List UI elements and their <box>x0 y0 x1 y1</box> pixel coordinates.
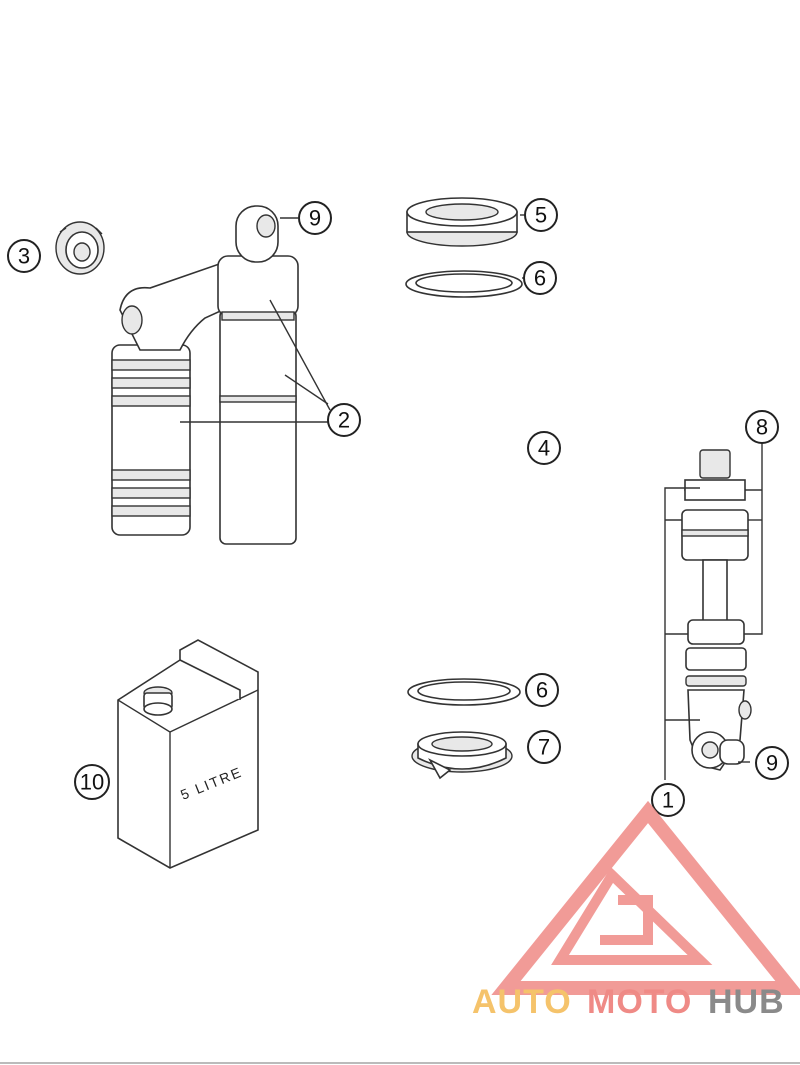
callout-9-right: 9 <box>755 746 789 780</box>
watermark-text: AUTO MOTO HUB <box>472 983 785 1021</box>
callout-1: 1 <box>651 783 685 817</box>
part-5-adjusting-nut <box>406 197 518 247</box>
leader-lines <box>180 214 750 763</box>
part-6-washer-top <box>405 270 523 298</box>
callout-3: 3 <box>7 239 41 273</box>
part-2-shock-body <box>111 205 299 545</box>
callout-4-label: 4 <box>538 436 550 461</box>
callout-6-top: 6 <box>523 261 557 295</box>
callout-9-top-label: 9 <box>309 206 321 231</box>
callout-7: 7 <box>527 730 561 764</box>
callout-2: 2 <box>327 403 361 437</box>
callout-5: 5 <box>524 198 558 232</box>
callout-10-label: 10 <box>80 770 104 795</box>
callout-6-top-label: 6 <box>534 266 546 291</box>
callout-1-label: 1 <box>662 788 674 813</box>
callout-6-bottom: 6 <box>525 673 559 707</box>
part-3-bushing <box>55 221 105 275</box>
callout-9-right-label: 9 <box>766 751 778 776</box>
callout-3-label: 3 <box>18 244 30 269</box>
callout-7-label: 7 <box>538 735 550 760</box>
part-1-shock-assembly <box>664 440 763 780</box>
callout-4: 4 <box>527 431 561 465</box>
callout-6-bottom-label: 6 <box>536 678 548 703</box>
watermark-logo <box>491 800 800 995</box>
callout-2-label: 2 <box>338 408 350 433</box>
callout-9-top: 9 <box>298 201 332 235</box>
callout-8-label: 8 <box>756 415 768 440</box>
callout-10: 10 <box>74 764 110 800</box>
part-7-spring-retainer <box>411 731 513 780</box>
callout-8: 8 <box>745 410 779 444</box>
part-6-washer-bottom <box>407 678 521 706</box>
watermark-moto: MOTO <box>587 983 692 1021</box>
watermark-hub: HUB <box>708 983 785 1021</box>
part-4-spring <box>402 308 526 656</box>
watermark-auto: AUTO <box>472 983 572 1021</box>
callout-5-label: 5 <box>535 203 547 228</box>
part-10-oil-can: 5 LITRE <box>117 639 259 869</box>
